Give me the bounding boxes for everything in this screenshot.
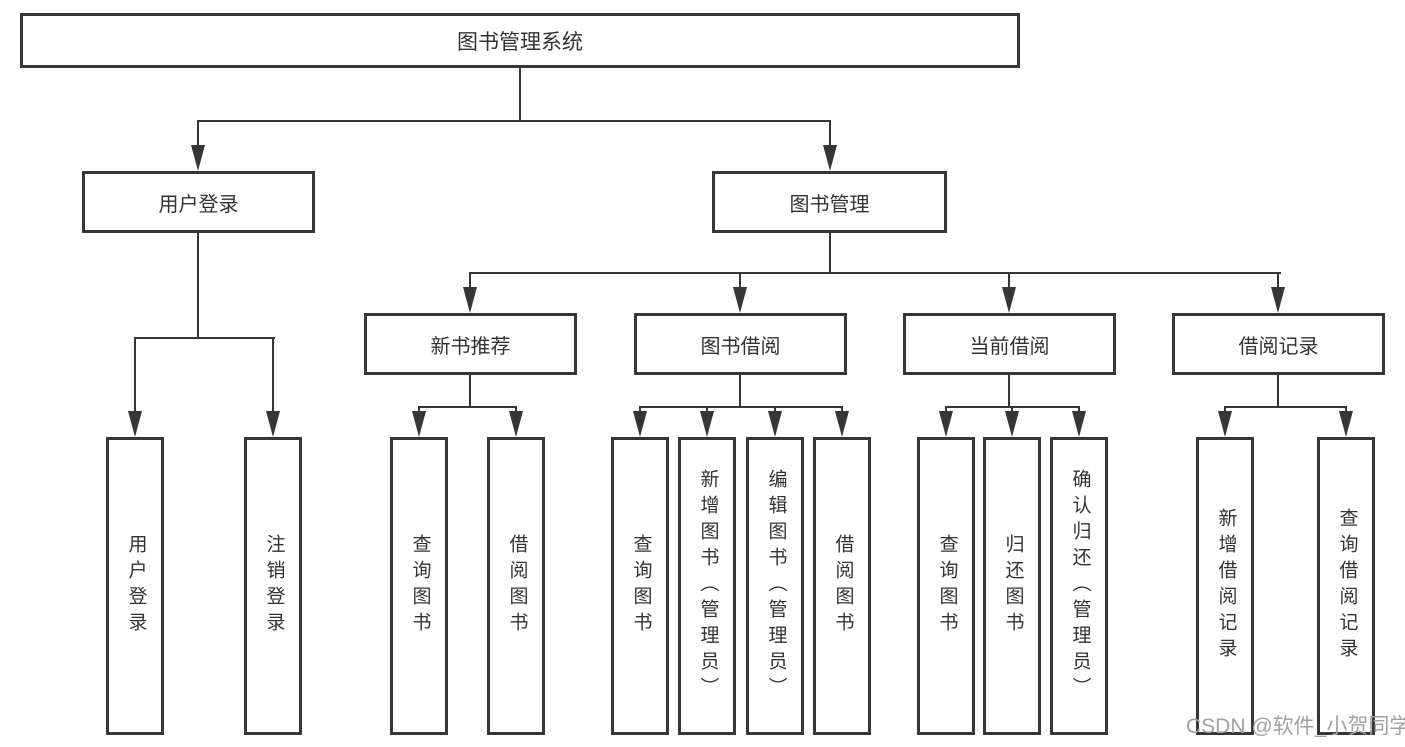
arrow-down-icon	[191, 145, 205, 171]
leaf-query-book-current: 查询图书	[917, 437, 975, 735]
connector-line	[1078, 406, 1080, 413]
leaf-edit-book-admin-label: 编辑图书（管理员）	[765, 469, 787, 703]
leaf-borrow-book-recommend: 借阅图书	[487, 437, 545, 735]
connector-line	[841, 406, 843, 413]
arrow-down-icon	[1072, 411, 1086, 437]
leaf-add-borrow-record-label: 新增借阅记录	[1215, 508, 1237, 664]
connector-user-stem	[197, 233, 199, 338]
connector-line	[134, 337, 136, 412]
node-current-borrow: 当前借阅	[903, 313, 1116, 375]
leaf-logout-label: 注销登录	[263, 534, 285, 638]
node-new-book-recommend: 新书推荐	[364, 313, 577, 375]
arrow-down-icon	[509, 411, 523, 437]
leaf-query-book-current-label: 查询图书	[936, 534, 958, 638]
node-root-label: 图书管理系统	[457, 30, 583, 54]
connector-mgmt-stem	[829, 233, 831, 273]
leaf-add-borrow-record: 新增借阅记录	[1196, 437, 1254, 735]
node-book-borrow: 图书借阅	[634, 313, 847, 375]
connector-line	[197, 120, 199, 146]
arrow-down-icon	[1005, 411, 1019, 437]
connector-mgmt-branch	[469, 272, 1281, 274]
leaf-confirm-return-admin: 确认归还（管理员）	[1050, 437, 1108, 735]
leaf-user-login-label: 用户登录	[125, 534, 147, 638]
node-current-borrow-label: 当前借阅	[969, 335, 1050, 358]
connector-line	[418, 406, 420, 413]
connector-line	[739, 272, 741, 289]
leaf-add-book-admin-label: 新增图书（管理员）	[697, 469, 719, 703]
node-book-management: 图书管理	[712, 171, 947, 233]
node-borrow-record: 借阅记录	[1172, 313, 1385, 375]
csdn-watermark: CSDN @软件_小贺同学	[1186, 715, 1405, 738]
leaf-query-book-recommend: 查询图书	[390, 437, 448, 735]
arrow-down-icon	[412, 411, 426, 437]
arrow-down-icon	[1002, 287, 1016, 313]
leaf-borrow-book: 借阅图书	[813, 437, 871, 735]
connector-line	[1008, 375, 1010, 407]
connector-line	[469, 375, 471, 407]
leaf-query-book-borrow: 查询图书	[611, 437, 669, 735]
connector-line	[739, 375, 741, 407]
leaf-query-book-recommend-label: 查询图书	[409, 534, 431, 638]
connector-line	[1011, 406, 1013, 413]
arrow-down-icon	[1271, 287, 1285, 313]
arrow-down-icon	[768, 411, 782, 437]
node-user-login: 用户登录	[82, 171, 315, 233]
connector-branch	[639, 406, 843, 408]
leaf-confirm-return-admin-label: 确认归还（管理员）	[1069, 469, 1091, 703]
node-user-login-label: 用户登录	[158, 193, 239, 216]
node-new-book-recommend-label: 新书推荐	[430, 335, 511, 358]
leaf-borrow-book-recommend-label: 借阅图书	[506, 534, 528, 638]
arrow-down-icon	[463, 287, 477, 313]
leaf-logout: 注销登录	[244, 437, 302, 735]
arrow-down-icon	[1339, 411, 1353, 437]
connector-line	[706, 406, 708, 413]
leaf-query-borrow-record-label: 查询借阅记录	[1336, 508, 1358, 664]
node-book-management-label: 图书管理	[789, 193, 870, 216]
arrow-down-icon	[1218, 411, 1232, 437]
connector-line	[639, 406, 641, 413]
connector-line	[1224, 406, 1226, 413]
connector-line	[272, 337, 274, 412]
connector-root-branch	[197, 120, 831, 122]
leaf-user-login: 用户登录	[106, 437, 164, 735]
connector-branch	[1224, 406, 1347, 408]
connector-line	[469, 272, 471, 289]
connector-line	[1277, 272, 1279, 289]
leaf-edit-book-admin: 编辑图书（管理员）	[746, 437, 804, 735]
leaf-query-borrow-record: 查询借阅记录	[1317, 437, 1375, 735]
connector-line	[945, 406, 947, 413]
arrow-down-icon	[733, 287, 747, 313]
arrow-down-icon	[939, 411, 953, 437]
leaf-borrow-book-label: 借阅图书	[832, 534, 854, 638]
leaf-return-book: 归还图书	[983, 437, 1041, 735]
connector-line	[829, 120, 831, 146]
connector-root-stem	[519, 68, 521, 121]
connector-branch	[418, 406, 517, 408]
connector-line	[1277, 375, 1279, 407]
connector-line	[515, 406, 517, 413]
arrow-down-icon	[266, 411, 280, 437]
connector-user-branch	[134, 337, 275, 339]
arrow-down-icon	[128, 411, 142, 437]
connector-line	[774, 406, 776, 413]
arrow-down-icon	[700, 411, 714, 437]
node-borrow-record-label: 借阅记录	[1238, 335, 1319, 358]
node-root: 图书管理系统	[20, 13, 1020, 68]
arrow-down-icon	[633, 411, 647, 437]
connector-line	[1345, 406, 1347, 413]
arrow-down-icon	[835, 411, 849, 437]
leaf-query-book-borrow-label: 查询图书	[630, 534, 652, 638]
leaf-return-book-label: 归还图书	[1002, 534, 1024, 638]
connector-line	[1008, 272, 1010, 289]
node-book-borrow-label: 图书借阅	[700, 335, 781, 358]
arrow-down-icon	[823, 145, 837, 171]
leaf-add-book-admin: 新增图书（管理员）	[678, 437, 736, 735]
